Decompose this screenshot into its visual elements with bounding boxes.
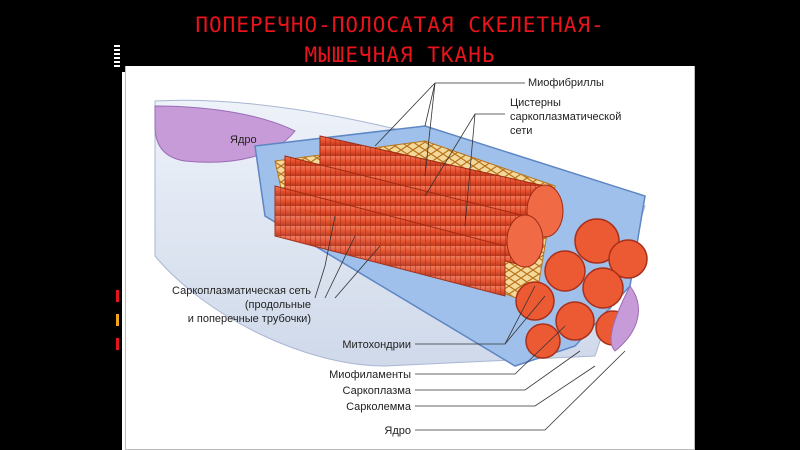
label-nucleus-left: Ядро [230, 134, 257, 146]
label-sarcolemma: Сарколемма [346, 401, 412, 413]
leader-lines [314, 82, 626, 431]
label-myofilaments: Миофиламенты [329, 369, 411, 381]
label-myofibrils: Миофибриллы [528, 77, 604, 89]
cross-section-bundle [515, 218, 648, 359]
decor-bar-top [114, 45, 120, 67]
label-cisterns-1: Цистерны [510, 97, 561, 109]
label-nucleus-bottom: Ядро [384, 425, 411, 437]
label-sr-2: (продольные [245, 299, 311, 311]
decor-bar-mid [116, 290, 119, 350]
label-sr-1: Саркоплазматическая сеть [172, 285, 311, 297]
label-mitochondria: Митохондрии [342, 339, 411, 351]
myofibril-front [274, 185, 506, 297]
label-sarcoplasm: Саркоплазма [343, 385, 412, 397]
label-sr-3: и поперечные трубочки) [188, 313, 311, 325]
title-line-1: ПОПЕРЕЧНО-ПОЛОСАТАЯ СКЕЛЕТНАЯ- [195, 13, 605, 37]
slide-title: ПОПЕРЕЧНО-ПОЛОСАТАЯ СКЕЛЕТНАЯ- МЫШЕЧНАЯ … [0, 0, 800, 72]
title-line-2: МЫШЕЧНАЯ ТКАНЬ [304, 43, 496, 67]
label-cisterns-3: сети [510, 125, 532, 137]
label-cisterns-2: саркоплазматической [510, 111, 621, 123]
nucleus-right-shape [610, 285, 639, 352]
muscle-fiber-diagram: Ядро Миофибриллы Цистерны саркоплазматич… [154, 77, 648, 437]
